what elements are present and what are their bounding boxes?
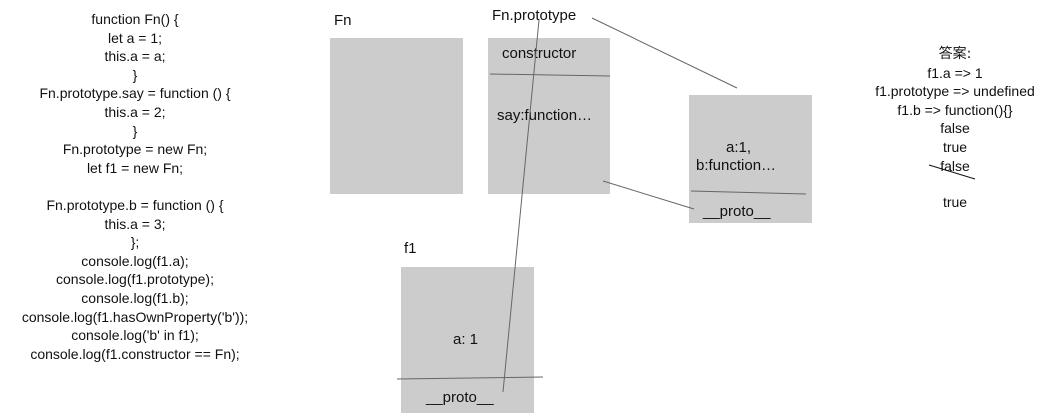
- code-line: let f1 = new Fn;: [86, 159, 184, 176]
- code-line: Fn.prototype.say = function () {: [39, 85, 231, 102]
- f1-divider-line: [396, 376, 544, 380]
- code-line: console.log('b' in f1);: [71, 327, 199, 344]
- answer-item: true: [942, 138, 968, 155]
- code-line: Fn.prototype.b = function () {: [46, 196, 224, 213]
- f1-proto-label: __proto__: [426, 389, 494, 406]
- constructor-label: constructor: [502, 45, 577, 62]
- code-line: this.a = 3;: [104, 215, 166, 232]
- answer-final: true: [942, 194, 968, 211]
- strikethrough-line: [928, 164, 976, 180]
- code-line: console.log(f1.b);: [81, 289, 189, 306]
- code-line: console.log(f1.constructor == Fn);: [30, 345, 240, 362]
- answers-title: 答案:: [938, 46, 972, 62]
- answer-item: f1.prototype => undefined: [875, 83, 1035, 100]
- code-line: this.a = a;: [104, 48, 166, 65]
- code-line: console.log(f1.a);: [81, 252, 189, 269]
- prototype-to-instance-proto-line: [602, 180, 695, 210]
- fn-prototype-box: [488, 38, 610, 194]
- answer-item: f1.a => 1: [927, 64, 983, 81]
- f1-label: f1: [404, 240, 417, 257]
- instance-divider-line: [690, 190, 807, 195]
- code-listing: function Fn() { let a = 1; this.a = a;} Fn.…: [0, 10, 270, 363]
- code-line: this.a = 2;: [104, 103, 166, 120]
- code-line: console.log(f1.hasOwnProperty('b'));: [21, 308, 249, 325]
- answer-item: false: [940, 120, 970, 137]
- code-line: Fn.prototype = new Fn;: [62, 141, 208, 158]
- prototype-divider-line: [489, 73, 611, 77]
- fn-prototype-to-instance-line: [591, 17, 738, 89]
- answer-item: f1.b => function(){}: [897, 101, 1013, 118]
- f1-value-label: a: 1: [453, 331, 479, 348]
- answer-item-struck: false: [940, 157, 970, 174]
- code-line: let a = 1;: [107, 29, 163, 46]
- f1-box: [401, 267, 534, 413]
- instance-box: [689, 95, 812, 223]
- fn-box: [330, 38, 463, 194]
- fn-prototype-label: Fn.prototype: [492, 7, 577, 24]
- code-line: console.log(f1.prototype);: [56, 271, 214, 288]
- code-line: function Fn() {: [91, 11, 179, 27]
- code-line: };: [130, 234, 140, 251]
- instance-proto-label: __proto__: [703, 203, 771, 220]
- fn-label: Fn: [334, 12, 352, 29]
- answers-panel: 答案: f1.a => 1 f1.prototype => undefined …: [850, 45, 1054, 212]
- instance-b-label: b:function…: [696, 157, 777, 174]
- instance-a-label: a:1,: [726, 139, 752, 156]
- code-line: }: [132, 66, 138, 83]
- say-method-label: say:function…: [497, 107, 593, 124]
- code-line: }: [132, 122, 138, 139]
- f1-proto-to-prototype-line: [502, 19, 540, 393]
